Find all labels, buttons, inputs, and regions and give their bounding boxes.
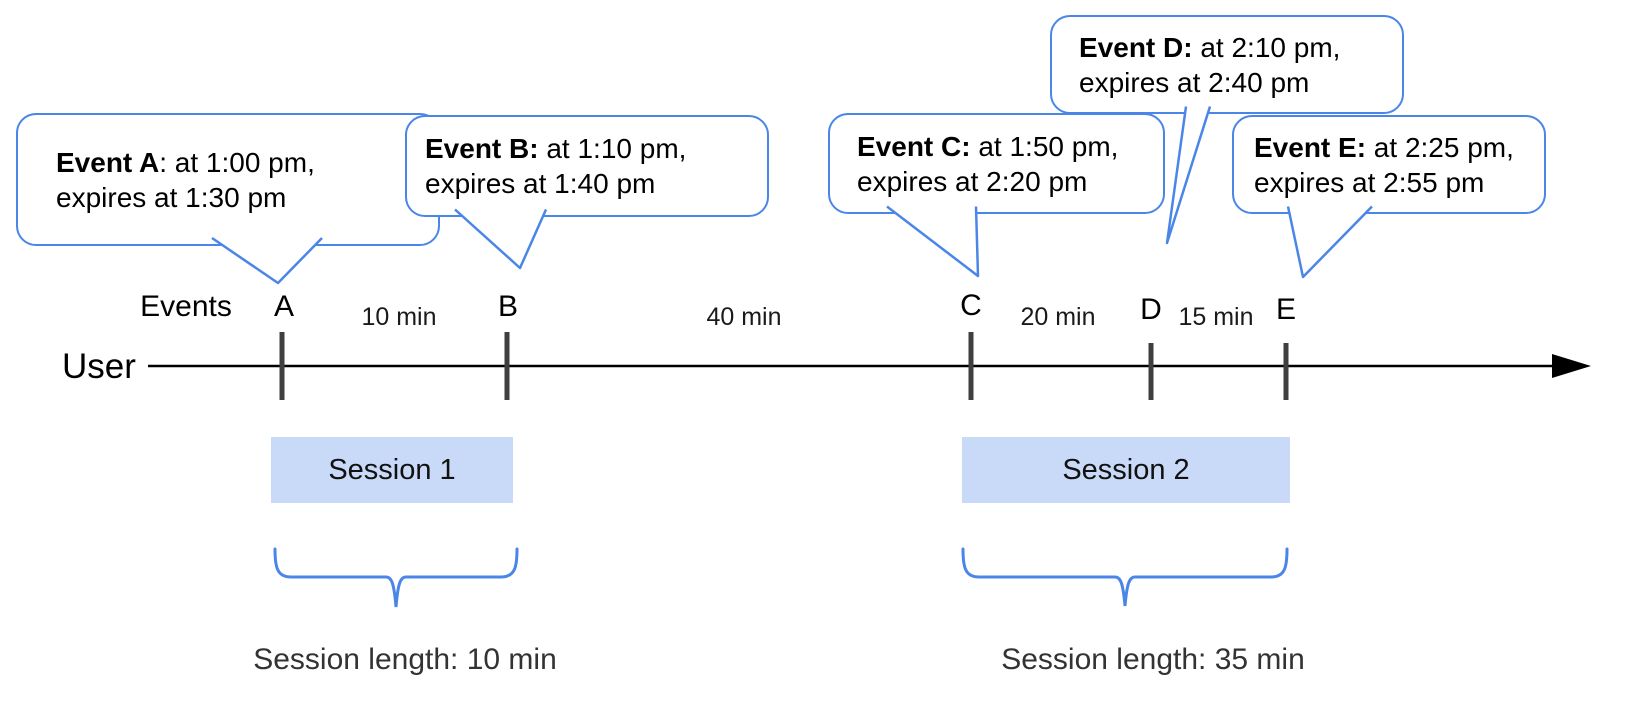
callout-event-c: Event C: at 1:50 pm, expires at 2:20 pm (828, 113, 1165, 214)
callout-event-d-expiry: expires at 2:40 pm (1079, 66, 1310, 98)
callout-event-b-expiry: expires at 1:40 pm (425, 168, 656, 199)
callout-event-a-title: Event A (56, 146, 160, 178)
callout-d-tail (1165, 106, 1212, 245)
session-2-length-label: Session length: 35 min (1001, 643, 1305, 676)
callout-event-c-expiry: expires at 2:20 pm (857, 165, 1088, 197)
callout-event-c-line1: Event C: at 1:50 pm, (857, 129, 1163, 164)
callout-event-c-title: Event C: (857, 130, 971, 162)
gap-duration-c-d: 20 min (1020, 303, 1096, 331)
callout-event-b-title: Event B: (425, 133, 539, 164)
callout-event-c-time: at 1:50 pm, (970, 130, 1119, 162)
session-1-length-label: Session length: 10 min (253, 643, 557, 676)
session-1-brace (273, 547, 519, 608)
callout-e-tail (1286, 205, 1373, 279)
events-row-label: Events (140, 290, 232, 323)
callout-event-a: Event A: at 1:00 pm, expires at 1:30 pm (16, 113, 440, 246)
event-tick-label-e: E (1275, 293, 1297, 326)
timeline-arrow-icon (1552, 354, 1591, 378)
session-2-brace (961, 547, 1289, 607)
event-tick-label-c: C (960, 289, 982, 322)
tick-event-d (1148, 343, 1154, 400)
callout-event-d-line1: Event D: at 2:10 pm, (1079, 30, 1402, 65)
callout-event-a-time: : at 1:00 pm, (159, 146, 315, 178)
callout-event-e-time: at 2:25 pm, (1366, 131, 1514, 163)
gap-duration-b-c: 40 min (706, 303, 782, 331)
callout-event-e-title: Event E: (1254, 131, 1367, 163)
tick-event-a (279, 332, 285, 400)
callout-event-a-line1: Event A: at 1:00 pm, (56, 145, 438, 180)
tick-event-c (968, 332, 974, 400)
callout-event-b-time: at 1:10 pm, (538, 133, 687, 164)
callout-event-d-title: Event D: (1079, 31, 1193, 63)
callout-event-d-time: at 2:10 pm, (1192, 31, 1341, 63)
session-1-label: Session 1 (328, 453, 456, 486)
callout-event-a-expiry: expires at 1:30 pm (56, 181, 287, 213)
event-tick-label-b: B (497, 290, 519, 323)
callout-event-b: Event B: at 1:10 pm, expires at 1:40 pm (405, 115, 769, 217)
user-row-label: User (62, 347, 136, 386)
callout-event-e-expiry: expires at 2:55 pm (1254, 166, 1485, 198)
event-tick-label-a: A (273, 290, 295, 323)
session-2-label: Session 2 (1062, 453, 1190, 486)
callout-event-b-line1: Event B: at 1:10 pm, (425, 131, 767, 166)
callout-event-d: Event D: at 2:10 pm, expires at 2:40 pm (1050, 15, 1404, 114)
callout-c-tail (886, 205, 980, 278)
tick-event-e (1283, 343, 1289, 400)
gap-duration-d-e: 15 min (1178, 303, 1254, 331)
session-1-box: Session 1 (271, 437, 513, 503)
callout-event-e: Event E: at 2:25 pm, expires at 2:55 pm (1232, 115, 1546, 214)
session-2-box: Session 2 (962, 437, 1290, 503)
tick-event-b (504, 332, 510, 400)
callout-b-tail (454, 208, 548, 270)
event-tick-label-d: D (1140, 293, 1162, 326)
gap-duration-a-b: 10 min (361, 303, 437, 331)
callout-event-e-line1: Event E: at 2:25 pm, (1254, 130, 1544, 165)
